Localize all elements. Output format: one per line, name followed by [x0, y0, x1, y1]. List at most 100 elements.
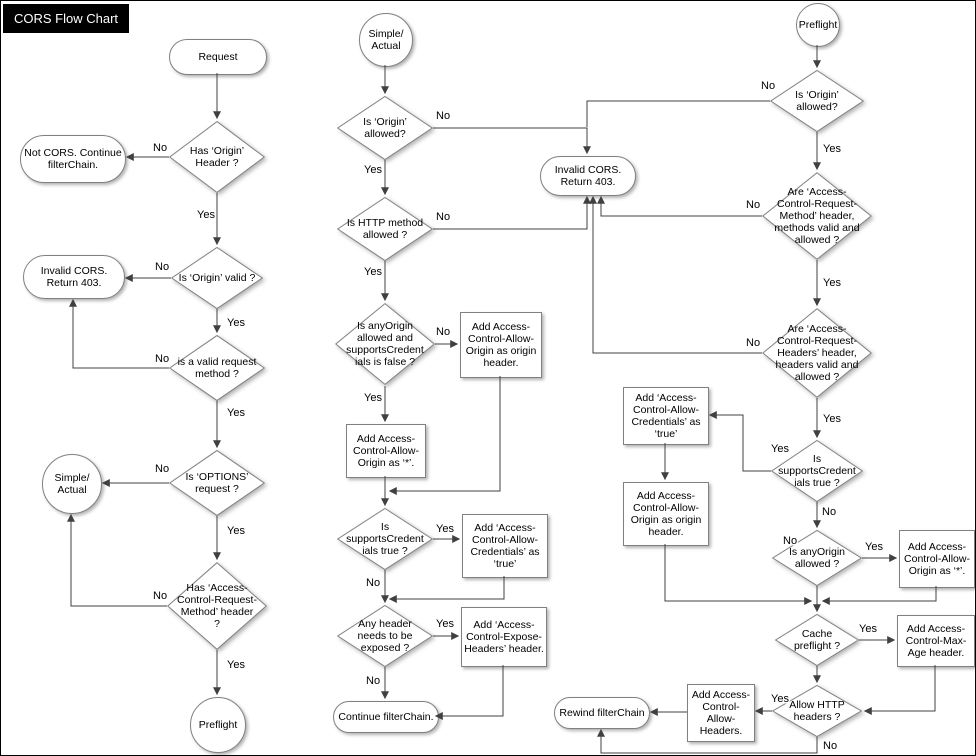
node-mid-add-expose-headers: Add ‘Access- Control-Expose- Headers’ he…: [461, 607, 547, 667]
edge-label-has-origin-no: No: [153, 142, 167, 154]
diamond-shape: [337, 508, 433, 570]
node-mid-add-expose-headers-label: Add ‘Access- Control-Expose- Headers’ he…: [464, 618, 544, 656]
edge-mid-addcred-join: [388, 576, 505, 603]
edge-label-valid-method-no: No: [155, 353, 169, 365]
node-rewind-filterchain-label: Rewind filterChain: [559, 706, 645, 719]
diamond-shape: [337, 605, 433, 667]
node-options-request: Is ‘OPTIONS’ request ?: [169, 450, 265, 516]
node-not-cors: Not CORS. Continue filterChain.: [20, 135, 126, 183]
diamond-shape: [169, 450, 265, 516]
node-has-origin-header: Has ‘Origin’ Header ?: [169, 121, 265, 193]
node-request-label: Request: [198, 50, 238, 63]
node-right-acrm-valid: Are ‘Access- Control-Request- Method’ he…: [762, 172, 872, 260]
node-simple-actual-mid-label: Simple/ Actual: [368, 27, 404, 52]
edge-label-right-anyorigin-yes: Yes: [865, 541, 883, 553]
node-request: Request: [169, 39, 267, 75]
edge-label-mid-http-yes: Yes: [364, 266, 382, 278]
node-invalid-cors-left-label: Invalid CORS. Return 403.: [40, 264, 108, 289]
edge-label-right-acrm-yes: Yes: [823, 277, 841, 289]
edge-label-acrm-header-no: No: [153, 590, 167, 602]
node-continue-filterchain: Continue filterChain.: [333, 701, 439, 733]
node-preflight-left: Preflight: [190, 697, 246, 753]
diamond-shape: [770, 70, 864, 132]
node-has-acrm-header: Has ‘Access- Control-Request- Method’ he…: [167, 562, 267, 650]
node-preflight-right: Preflight: [796, 3, 840, 47]
node-mid-add-credentials-label: Add ‘Access- Control-Allow- Credentials’…: [470, 521, 540, 571]
node-mid-add-origin-header-label: Add Access- Control-Allow- Origin as ori…: [465, 320, 537, 370]
node-right-origin-allowed: Is ‘Origin’ allowed?: [770, 70, 864, 132]
diamond-shape: [337, 96, 433, 160]
node-mid-any-header-exposed: Any header needs to be exposed ?: [337, 605, 433, 667]
node-mid-anyorigin-supportscred: Is anyOrigin allowed and supportsCredent…: [335, 303, 435, 385]
node-right-anyorigin-allowed-label: Is anyOrigin allowed ?: [788, 545, 846, 570]
node-not-cors-label: Not CORS. Continue filterChain.: [24, 146, 122, 171]
node-add-max-age-label: Add Access- Control-Max- Age header.: [905, 622, 967, 660]
edge-label-origin-valid-yes: Yes: [227, 317, 245, 329]
node-right-acrm-valid-label: Are ‘Access- Control-Request- Method’ he…: [774, 185, 860, 247]
edge-label-valid-method-yes: Yes: [227, 407, 245, 419]
node-simple-actual-mid: Simple/ Actual: [359, 13, 413, 67]
edge-label-mid-anyorigin-no: No: [436, 326, 450, 338]
edge-right-acrm-no: [597, 195, 762, 217]
node-mid-supportscred-true: Is supportsCredent ials true ?: [337, 508, 433, 570]
node-right-add-origin-star-label: Add Access- Control-Allow- Origin as ‘*’…: [904, 540, 970, 578]
node-has-origin-header-label: Has ‘Origin’ Header ?: [189, 144, 245, 169]
node-add-allow-headers: Add Access- Control- Allow- Headers.: [687, 684, 755, 742]
edge-mid-origin-no: [433, 127, 591, 155]
node-preflight-right-label: Preflight: [798, 18, 838, 31]
node-mid-add-origin-star: Add Access- Control-Allow- Origin as ‘*’…: [346, 424, 426, 478]
edge-label-right-supportscred-no: No: [822, 506, 836, 518]
edge-label-origin-valid-no: No: [155, 261, 169, 273]
node-mid-http-method-allowed-label: Is HTTP method allowed ?: [346, 216, 424, 241]
node-options-request-label: Is ‘OPTIONS’ request ?: [185, 470, 249, 495]
edge-right-origin-no: [586, 100, 770, 127]
edge-label-right-acrm-no: No: [746, 199, 760, 211]
edge-label-right-acrh-no: No: [746, 337, 760, 349]
node-right-supportscred-true-label: Is supportsCredent ials true ?: [778, 452, 856, 490]
node-cache-preflight-label: Cache preflight ?: [793, 627, 841, 652]
node-add-max-age: Add Access- Control-Max- Age header.: [897, 615, 975, 667]
node-mid-origin-allowed: Is ‘Origin’ allowed?: [337, 96, 433, 160]
node-right-add-origin-star: Add Access- Control-Allow- Origin as ‘*’…: [899, 530, 975, 588]
node-mid-any-header-exposed-label: Any header needs to be exposed ?: [357, 617, 413, 655]
node-right-origin-allowed-label: Is ‘Origin’ allowed?: [795, 88, 839, 113]
node-origin-valid: Is ‘Origin’ valid ?: [171, 247, 263, 309]
diamond-shape: [762, 308, 872, 398]
node-mid-add-origin-header: Add Access- Control-Allow- Origin as ori…: [460, 312, 542, 378]
node-origin-valid-label: Is ‘Origin’ valid ?: [178, 271, 256, 284]
node-mid-add-credentials: Add ‘Access- Control-Allow- Credentials’…: [462, 514, 548, 578]
diamond-shape: [335, 303, 435, 385]
edge-label-options-yes: Yes: [227, 525, 245, 537]
node-mid-anyorigin-supportscred-label: Is anyOrigin allowed and supportsCredent…: [346, 319, 424, 369]
node-mid-http-method-allowed: Is HTTP method allowed ?: [337, 197, 433, 261]
node-mid-supportscred-true-label: Is supportsCredent ials true ?: [346, 520, 424, 558]
node-rewind-filterchain: Rewind filterChain: [554, 697, 650, 729]
node-cache-preflight: Cache preflight ?: [775, 614, 859, 666]
node-invalid-cors-left: Invalid CORS. Return 403.: [23, 255, 125, 299]
edge-label-mid-http-no: No: [436, 211, 450, 223]
edge-valid-method-no: [69, 298, 169, 369]
node-right-anyorigin-allowed: Is anyOrigin allowed ?: [772, 530, 862, 586]
node-has-acrm-header-label: Has ‘Access- Control-Request- Method’ he…: [177, 581, 257, 631]
edge-label-has-origin-yes: Yes: [197, 209, 215, 221]
node-mid-origin-allowed-label: Is ‘Origin’ allowed?: [363, 115, 407, 140]
node-invalid-cors-mid-label: Invalid CORS. Return 403.: [554, 163, 622, 188]
node-simple-actual-left: Simple/ Actual: [42, 454, 102, 514]
edge-maxage-to-allowhttp: [863, 665, 936, 715]
node-right-add-credentials: Add ‘Access- Control-Allow- Credentials’…: [623, 387, 709, 445]
edge-label-mid-origin-no: No: [436, 110, 450, 122]
diamond-shape: [775, 614, 859, 666]
node-simple-actual-left-label: Simple/ Actual: [54, 471, 90, 496]
diamond-shape: [169, 335, 265, 401]
edge-label-mid-origin-yes: Yes: [364, 164, 382, 176]
edge-mid-addexpose-to-continue: [434, 665, 504, 720]
node-mid-add-origin-star-label: Add Access- Control-Allow- Origin as ‘*’…: [353, 432, 419, 470]
diamond-shape: [762, 172, 872, 260]
edge-label-mid-supportscred-yes: Yes: [436, 523, 454, 535]
diamond-shape: [337, 197, 433, 261]
edge-acrm-header-no: [67, 513, 167, 607]
node-right-acrh-valid: Are ‘Access- Control-Request- Headers’ h…: [762, 308, 872, 398]
edge-mid-http-no: [433, 195, 591, 230]
node-valid-request-method: is a valid request method ?: [169, 335, 265, 401]
node-invalid-cors-mid: Invalid CORS. Return 403.: [540, 156, 636, 196]
